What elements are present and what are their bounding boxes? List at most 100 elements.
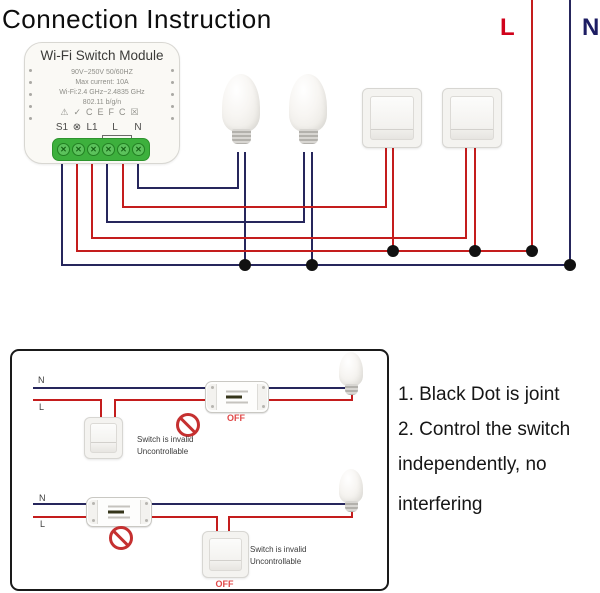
note-line: independently, no bbox=[398, 454, 547, 475]
bulb-base bbox=[344, 501, 358, 512]
wire-live-a bbox=[33, 399, 101, 401]
wire-to-switch2 bbox=[91, 237, 467, 239]
wire-switch1-right bbox=[392, 146, 394, 252]
bulb-base bbox=[298, 129, 318, 144]
vent-dot bbox=[171, 93, 174, 96]
module-specs: 90V~250V 50/60HZ Max current: 10A Wi-Fi:… bbox=[25, 68, 179, 108]
terminal-label-l1: L1 bbox=[86, 122, 98, 133]
wire-switch2-left bbox=[465, 146, 467, 239]
wire-bulb-up bbox=[351, 511, 353, 517]
wall-switch bbox=[202, 531, 249, 578]
wire-switch-drop bbox=[100, 399, 102, 418]
bulb-base bbox=[344, 384, 358, 395]
vent-dot bbox=[171, 69, 174, 72]
wire-bulb-up bbox=[351, 395, 353, 401]
module-title: Wi-Fi Switch Module bbox=[40, 48, 164, 63]
approval-check-icon: ✓ bbox=[73, 107, 87, 117]
smart-breaker bbox=[205, 381, 269, 413]
mounting-ear bbox=[140, 500, 150, 524]
wire-to-switch1 bbox=[122, 206, 387, 208]
wire-bulb1-left bbox=[237, 152, 239, 189]
vent-dot bbox=[29, 105, 32, 108]
spec-line: Wi-Fi:2.4 GHz~2.4835 GHz bbox=[59, 89, 145, 96]
joint-dot bbox=[526, 245, 538, 257]
mounting-ear bbox=[207, 384, 217, 410]
wire-to-bulb2 bbox=[106, 221, 305, 223]
terminal-screw-icon bbox=[57, 143, 70, 156]
wire-bulb2-right bbox=[311, 152, 313, 266]
wire-switch2-right bbox=[474, 146, 476, 252]
mounting-ear bbox=[88, 500, 98, 524]
wire-switch1-left bbox=[385, 146, 387, 208]
light-bulb bbox=[339, 469, 363, 512]
switch-rocker bbox=[450, 96, 494, 140]
wire-terminal-l-down bbox=[106, 159, 108, 223]
switch-rocker bbox=[90, 423, 117, 453]
note-line: 1. Black Dot is joint bbox=[398, 384, 560, 405]
wire-live-bus bbox=[76, 250, 533, 252]
wire-live-b bbox=[228, 516, 353, 518]
terminal-block bbox=[52, 138, 150, 161]
terminal-label-l: L bbox=[112, 122, 118, 133]
warning-text: Switch is invalid bbox=[137, 435, 194, 444]
joint-dot bbox=[469, 245, 481, 257]
terminal-screw-icon bbox=[72, 143, 85, 156]
wire-terminal-l1-down bbox=[91, 159, 93, 239]
switch-rocker bbox=[370, 96, 414, 140]
neutral-label: N bbox=[38, 375, 45, 385]
page-title: Connection Instruction bbox=[2, 4, 272, 34]
wire-terminal-n-down bbox=[137, 159, 139, 189]
examples-box: N L Switch is invalid Uncontrollable OFF bbox=[10, 349, 389, 591]
prohibited-icon bbox=[109, 526, 133, 550]
wall-switch-2 bbox=[442, 88, 502, 148]
neutral-label: N bbox=[39, 493, 46, 503]
light-bulb bbox=[339, 352, 363, 395]
bulb-glass bbox=[289, 74, 327, 132]
wire-neutral bbox=[33, 387, 345, 389]
warning-text: Uncontrollable bbox=[250, 557, 302, 566]
ce-mark-icon: CE bbox=[86, 107, 109, 117]
mounting-ear bbox=[257, 384, 267, 410]
wire-neutral-main bbox=[569, 0, 571, 266]
vent-dot bbox=[29, 81, 32, 84]
terminal-label-x: ⊗ bbox=[72, 122, 82, 133]
status-off-label: OFF bbox=[215, 579, 234, 589]
live-label: L bbox=[40, 519, 46, 529]
terminal-label-n: N bbox=[134, 122, 142, 133]
prohibited-icon bbox=[176, 413, 200, 437]
switch-rocker bbox=[209, 538, 242, 571]
wire-terminal-l2-down bbox=[122, 159, 124, 208]
weee-bin-icon: ☒ bbox=[130, 107, 144, 117]
status-off-label: OFF bbox=[227, 413, 245, 423]
l-terminal-bracket bbox=[102, 135, 132, 139]
wire-to-bulb1 bbox=[137, 187, 239, 189]
vent-dot bbox=[171, 105, 174, 108]
fcc-mark-icon: FC bbox=[108, 107, 131, 117]
vent-dot bbox=[29, 93, 32, 96]
live-label: L bbox=[39, 402, 45, 412]
terminal-screw-icon bbox=[102, 143, 115, 156]
bulb-glass bbox=[222, 74, 260, 132]
certification-icons: ⚠✓CEFC☒ bbox=[25, 107, 179, 118]
smart-breaker bbox=[86, 497, 152, 527]
breaker-print bbox=[108, 505, 130, 519]
breaker-print bbox=[226, 390, 248, 404]
neutral-label: N bbox=[582, 14, 600, 41]
vent-dot bbox=[29, 69, 32, 72]
terminal-screw-icon bbox=[132, 143, 145, 156]
wire-live-main bbox=[531, 0, 533, 252]
wire-terminal2-down bbox=[76, 159, 78, 252]
note-line: 2. Control the switch bbox=[398, 419, 571, 440]
terminal-screw-icon bbox=[117, 143, 130, 156]
terminal-screw-icon bbox=[87, 143, 100, 156]
wall-switch-1 bbox=[362, 88, 422, 148]
wire-neutral bbox=[33, 503, 347, 505]
vent-dot bbox=[29, 117, 32, 120]
vent-dot bbox=[171, 81, 174, 84]
bulb-base bbox=[231, 129, 251, 144]
wire-bulb1-right bbox=[244, 152, 246, 266]
wire-terminal-s1-down bbox=[61, 159, 63, 266]
wifi-switch-module: Wi-Fi Switch Module 90V~250V 50/60HZ Max… bbox=[24, 42, 180, 164]
warning-triangle-icon: ⚠ bbox=[60, 107, 74, 117]
